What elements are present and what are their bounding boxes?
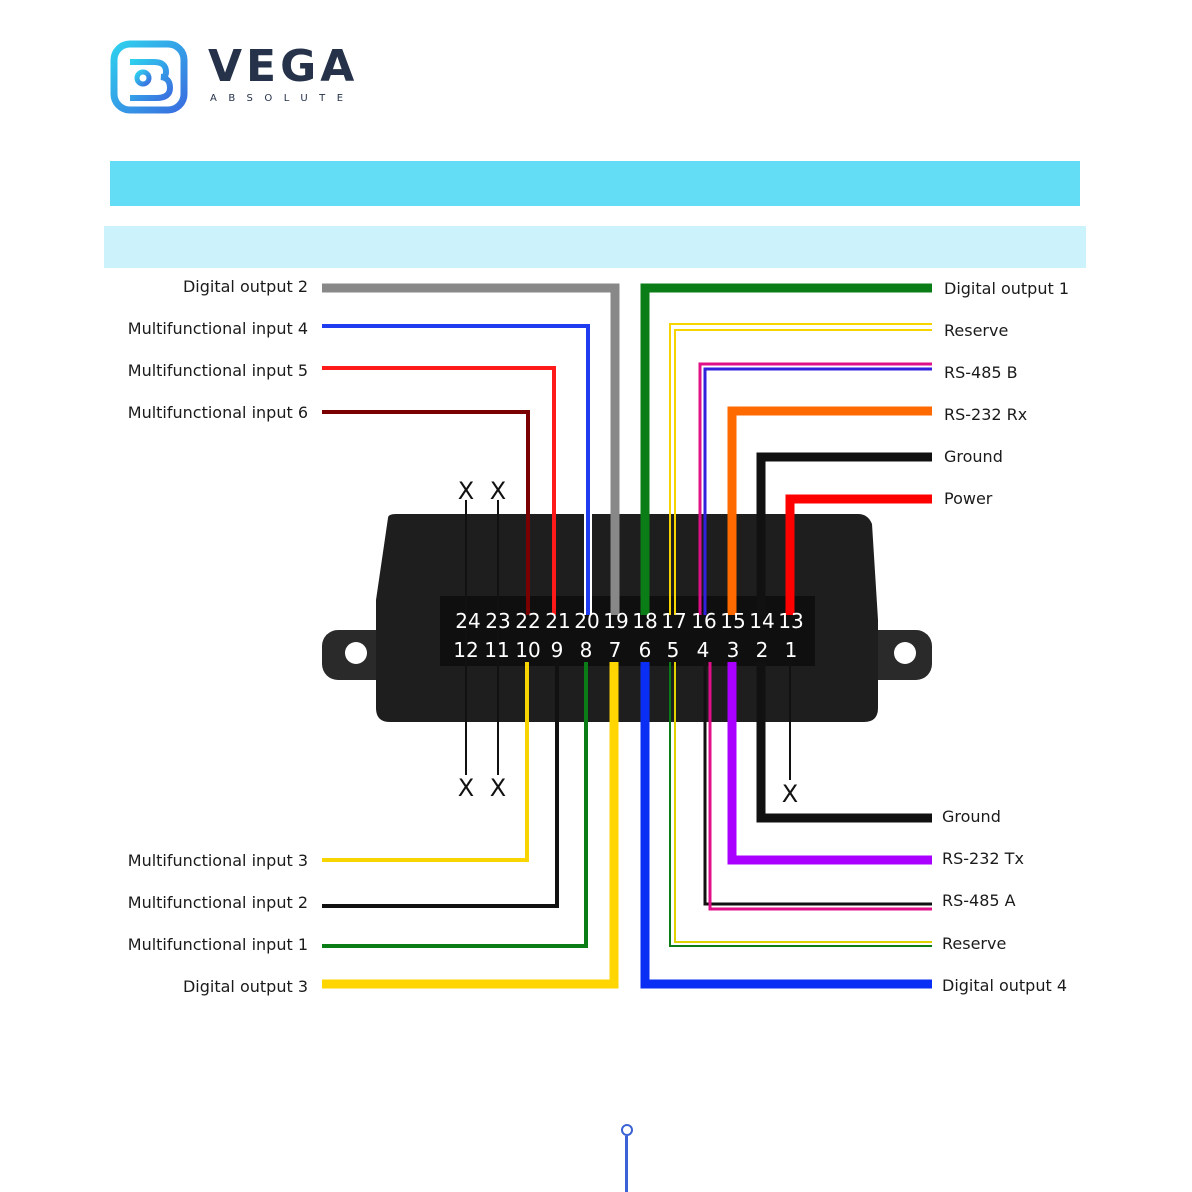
pin-label: 18 (632, 609, 657, 633)
label-rs232-tx: RS-232 Tx (942, 849, 1024, 868)
wire-pin-15 (727, 406, 932, 615)
pin-label: 23 (485, 609, 510, 633)
pin-label: 19 (603, 609, 628, 633)
label-digital-output-4: Digital output 4 (942, 976, 1068, 995)
wire-pin-19 (322, 283, 620, 615)
wire-pin-14 (756, 452, 932, 615)
page-marker-line (625, 1136, 628, 1192)
wire-pin-3 (727, 662, 932, 865)
wire-pin-16a (698, 362, 932, 615)
pin-label: 2 (756, 638, 769, 662)
label-multifunctional-input-2: Multifunctional input 2 (127, 893, 308, 912)
nc-mark: X (458, 477, 474, 505)
nc-mark: X (490, 477, 506, 505)
pin-label: 17 (661, 609, 686, 633)
wire-pin-4b (708, 662, 932, 911)
pin-label: 12 (453, 638, 478, 662)
wire-pin-5a (669, 662, 932, 947)
label-digital-output-1: Digital output 1 (944, 279, 1070, 298)
wire-pin-22 (322, 410, 530, 615)
vega-logo-icon (110, 40, 188, 114)
wire-pin-6 (640, 662, 932, 989)
label-multifunctional-input-3: Multifunctional input 3 (127, 851, 308, 870)
wire-pin-7 (322, 662, 619, 989)
wire-pin-2 (756, 662, 932, 823)
nc-mark: X (490, 774, 506, 802)
wire-pin-8 (322, 662, 588, 948)
pin-numbers-bottom: 12 11 10 9 8 7 6 5 4 3 2 1 (453, 638, 797, 662)
vega-logo: VEGA ABSOLUTE (110, 40, 370, 115)
header-band (110, 161, 1080, 206)
pin-label: 14 (749, 609, 774, 633)
pin-label: 20 (574, 609, 599, 633)
wire-pin-5b (674, 662, 932, 943)
label-reserve-bottom: Reserve (942, 934, 1007, 953)
label-multifunctional-input-4: Multifunctional input 4 (127, 319, 308, 338)
pin-label: 11 (484, 638, 509, 662)
label-multifunctional-input-5: Multifunctional input 5 (127, 361, 308, 380)
label-rs485-a: RS-485 A (942, 891, 1016, 910)
label-ground-top: Ground (944, 447, 1003, 466)
pin-label: 22 (515, 609, 540, 633)
pin-label: 8 (580, 638, 593, 662)
label-power: Power (944, 489, 993, 508)
page-marker-icon (621, 1124, 633, 1136)
pin-numbers-top: 24 23 22 21 20 19 18 17 16 15 14 13 (455, 609, 803, 633)
label-multifunctional-input-6: Multifunctional input 6 (127, 403, 308, 422)
label-ground-bottom: Ground (942, 807, 1001, 826)
pin-label: 24 (455, 609, 480, 633)
brand-name: VEGA (208, 41, 359, 92)
pin-label: 6 (639, 638, 652, 662)
pin-label: 16 (691, 609, 716, 633)
pin-label: 13 (778, 609, 803, 633)
label-multifunctional-input-1: Multifunctional input 1 (127, 935, 308, 954)
pin-label: 10 (515, 638, 540, 662)
pin-label: 15 (720, 609, 745, 633)
subheader-band (104, 226, 1086, 268)
pin-label: 21 (545, 609, 570, 633)
wire-pin-9 (322, 662, 559, 908)
label-digital-output-2: Digital output 2 (182, 277, 308, 296)
wire-pin-13 (785, 494, 932, 615)
pin-label: 1 (785, 638, 798, 662)
wire-pin-21 (322, 366, 556, 615)
pin-label: 5 (667, 638, 680, 662)
nc-mark: X (782, 780, 798, 808)
label-rs232-rx: RS-232 Rx (944, 405, 1028, 424)
wire-pin-10 (322, 662, 529, 862)
pin-label: 9 (551, 638, 564, 662)
connector-device (322, 514, 932, 722)
label-rs485-b: RS-485 B (944, 363, 1018, 382)
label-reserve-top: Reserve (944, 321, 1009, 340)
pin-label: 4 (697, 638, 710, 662)
pin-label: 3 (727, 638, 740, 662)
label-digital-output-3: Digital output 3 (182, 977, 308, 996)
wire-pin-17b (674, 329, 932, 615)
wire-pin-4a (703, 662, 932, 906)
wire-pin-18 (640, 283, 932, 615)
wire-pin-20 (322, 324, 590, 615)
wire-pin-17a (669, 323, 932, 615)
nc-mark: X (458, 774, 474, 802)
pin-label: 7 (609, 638, 622, 662)
wire-pin-16b (703, 367, 932, 615)
brand-subtitle: ABSOLUTE (210, 93, 355, 104)
